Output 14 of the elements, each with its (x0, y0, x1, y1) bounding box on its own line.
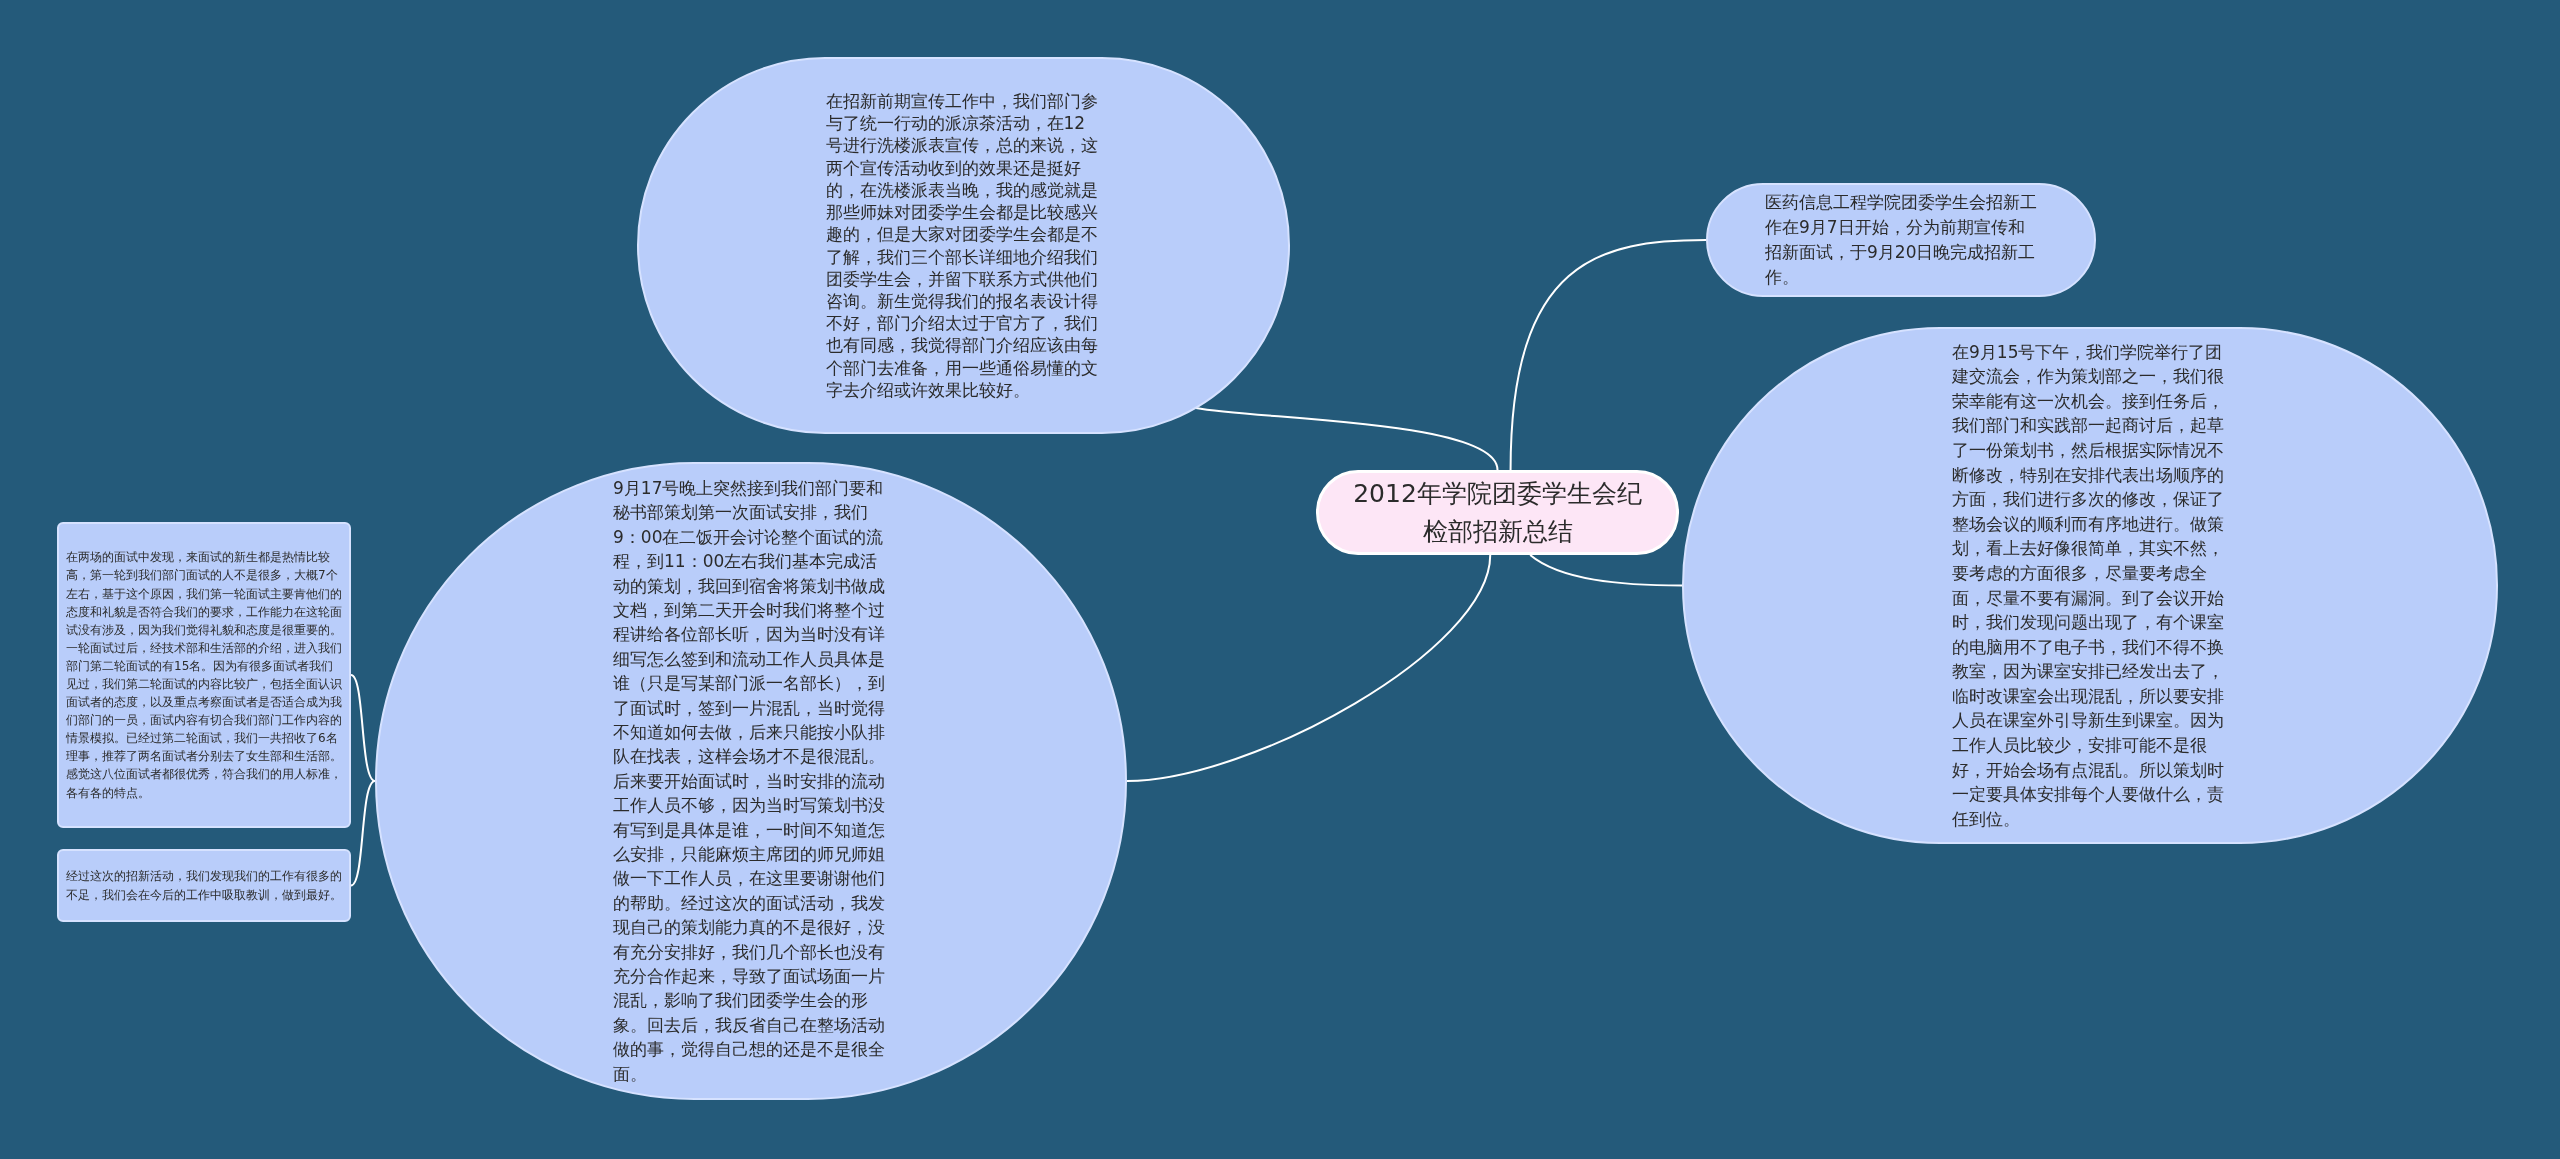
node-text: 在招新前期宣传工作中，我们部门参与了统一行动的派凉茶活动，在12号进行洗楼派表宣传，总的来说，这两个宣传活动收到的效果还是挺好的，在洗楼派表当晚，我的感觉就是那些师妹对团委学生会都是比较感兴趣的，但是大家对团委学生会都是不了解，我们三个部长详细地介绍我们团委学生会，并留下联系方式供他们咨询。新生觉得我们的报名表设计得不好，部门介绍太过于官方了，我们也有同感，我觉得部门介绍应该由每个部门去准备，用一些通俗易懂的文字去介绍或许效果比较好。 (825, 90, 1099, 401)
node-text: 在两场的面试中发现，来面试的新生都是热情比较高，第一轮到我们部门面试的人不是很多，大概7个左右，基于这个原因，我们第一轮面试主要肯他们的态度和礼貌是否符合我们的要求，工作能力在这轮面试没有涉及，因为我们觉得礼貌和态度是很重要的。一轮面试过后，经技术部和生活部的介绍，进入我们部门第二轮面试的有15名。因为有很多面试者我们见过，我们第二轮面试的内容比较广，包括全面认识面试者的态度，以及重点考察面试者是否适合成为我们部门的一员，面试内容有切合我们部门工作内容的情景模拟。已经过第二轮面试，我们一共招收了6名理事，推荐了两名面试者分别去了女生部和生活部。感觉这八位面试者都很优秀，符合我们的用人标准，各有各的特点。 (66, 549, 342, 802)
node-text: 9月17号晚上突然接到我们部门要和秘书部策划第一次面试安排，我们9：00在二饭开会讨论整个面试的流程，到11：00左右我们基本完成活动的策划，我回到宿舍将策划书做成文档，到第二天开会时我们将整个过程讲给各位部长听，因为当时没有详细写怎么签到和流动工作人员具体是谁（只是写某部门派一名部长），到了面试时，签到一片混乱，当时觉得不知道如何去做，后来只能按小队排队在找表，这样会场才不是很混乱。后来要开始面试时，当时安排的流动工作人员不够，因为当时写策划书没有写到是具体是谁，一时间不知道怎么安排，只能麻烦主席团的师兄师姐做一下工作人员，在这里要谢谢他们的帮助。经过这次的面试活动，我发现自己的策划能力真的不是很好，没有充分安排好，我们几个部长也没有充分合作起来，导致了面试场面一片混乱，影响了我们团委学生会的形象。回去后，我反省自己在整场活动做的事，觉得自己想的还是不是很全面。 (613, 476, 886, 1086)
connector-line (1126, 554, 1492, 782)
connector-line (350, 674, 376, 782)
note-box (57, 522, 351, 828)
connector-line (1529, 554, 1683, 587)
connector-line (1509, 239, 1707, 471)
node-text: 2012年学院团委学生会纪检部招新总结 (1352, 477, 1643, 548)
connector-line (350, 780, 376, 887)
node-text: 在9月15号下午，我们学院举行了团建交流会，作为策划部之一，我们很荣幸能有这一次机会。接到任务后，我们部门和实践部一起商讨后，起草了一份策划书，然后根据实际情况不断修改，特别在安排代表出场顺序的方面，我们进行多次的修改，保证了整场会议的顺利而有序地进行。做策划，看上去好像很简单，其实不然，要考虑的方面很多，尽量要考虑全面，尽量不要有漏洞。到了会议开始时，我们发现问题出现了，有个课室的电脑用不了电子书，我们不得不换教室，因为课室安排已经发出去了，临时改课室会出现混乱，所以要安排人员在课室外引导新生到课室。因为工作人员比较少，安排可能不是很好，开始会场有点混乱。所以策划时一定要具体安排每个人要做什么，责任到位。 (1952, 340, 2225, 831)
node-text: 医药信息工程学院团委学生会招新工作在9月7日开始，分为前期宣传和招新面试，于9月20日晚完成招新工作。 (1765, 191, 2037, 289)
node-text: 经过这次的招新活动，我们发现我们的工作有很多的不足，我们会在今后的工作中吸取教训，做到最好。 (66, 868, 342, 904)
note-box (57, 849, 351, 922)
